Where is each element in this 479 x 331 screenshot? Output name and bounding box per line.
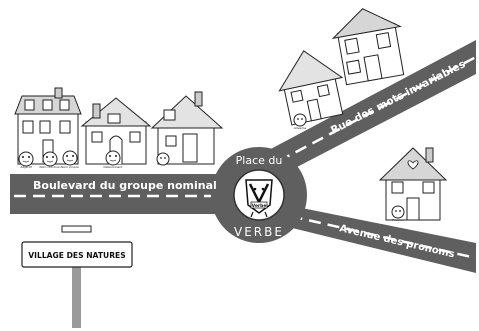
- house-rue-2: [329, 3, 408, 86]
- sign-post: [72, 266, 81, 328]
- character-determinant-label: Déterminant: [104, 165, 124, 169]
- character-nom-commun-label: Nom commun: [39, 165, 60, 169]
- character-adverbe: Adverbe: [294, 114, 307, 130]
- sign-label: VILLAGE DES NATURES: [28, 251, 125, 260]
- house-rue-1: [272, 44, 349, 126]
- place-label-bottom: VERBE: [234, 225, 284, 239]
- boulevard-label: Boulevard du groupe nominal: [33, 179, 217, 192]
- verbe-emblem-label: Verbe: [252, 203, 267, 209]
- character-adjectif-label: Adjectif: [20, 165, 32, 169]
- sign-top-plate: [62, 226, 91, 232]
- character-adjectif: Adjectif: [19, 152, 33, 169]
- house-pronom: [380, 148, 446, 220]
- character-pronom-label: Pronom: [392, 218, 403, 222]
- place-label-top: Place du: [236, 154, 283, 167]
- character-pronom: Pronom: [392, 206, 404, 222]
- character-adverbe-label: Adverbe: [294, 126, 307, 130]
- character-boulevard-4: [157, 153, 169, 165]
- character-nom-propre-label: Nom propre: [61, 165, 79, 169]
- village-sign: VILLAGE DES NATURES: [22, 226, 132, 328]
